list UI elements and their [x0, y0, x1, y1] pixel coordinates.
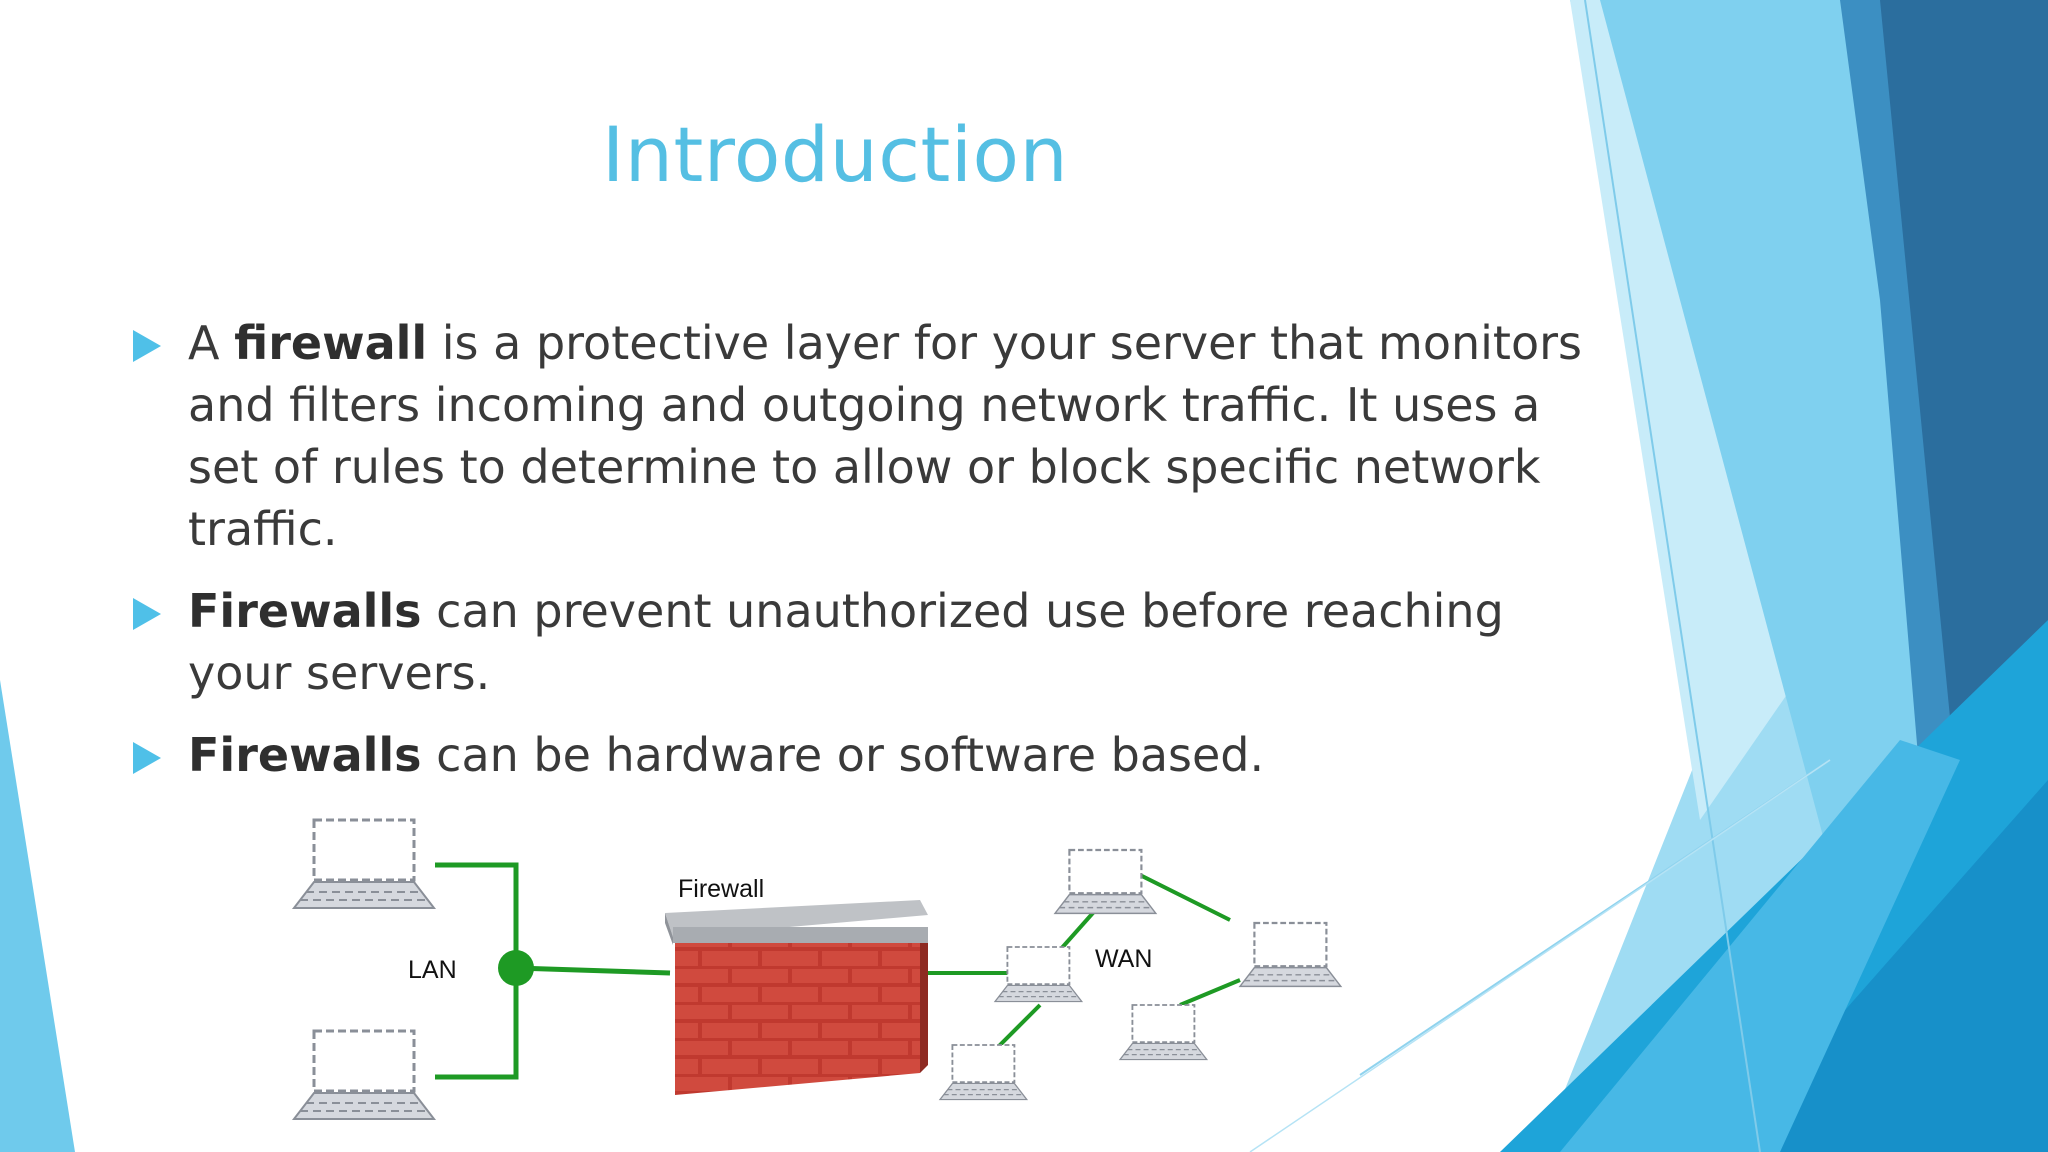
laptop-icon — [1238, 921, 1342, 988]
laptop-icon — [292, 1029, 436, 1121]
bullet-item: A firewall is a protective layer for you… — [130, 312, 1590, 560]
bullet-item: Firewalls can prevent unauthorized use b… — [130, 580, 1590, 704]
bullet-keyword: Firewalls — [188, 584, 422, 638]
laptop-icon — [939, 1044, 1028, 1101]
bottom-right-mid-shape — [1560, 740, 1960, 1152]
laptop-icon — [1119, 1004, 1208, 1061]
slide-title: Introduction — [601, 110, 1069, 199]
bullet-keyword: firewall — [234, 316, 428, 370]
bullet-keyword: Firewalls — [188, 728, 422, 782]
bullet-text: can be hardware or software based. — [421, 728, 1265, 782]
firewall-label: Firewall — [678, 875, 764, 903]
firewall-wall-icon — [665, 900, 928, 1095]
bullet-item: Firewalls can be hardware or software ba… — [130, 724, 1590, 786]
laptop-icon — [994, 946, 1083, 1003]
decor-line-3 — [1249, 759, 1831, 1152]
bullet-list: A firewall is a protective layer for you… — [130, 312, 1590, 806]
lan-label: LAN — [408, 956, 457, 984]
lan-hub-node — [498, 950, 534, 986]
bullet-text: can prevent unauthorized use before reac… — [188, 584, 1504, 700]
right-mid-shape — [1600, 0, 1990, 900]
right-darkest-shape — [1880, 0, 2048, 820]
triangle-bullet-icon — [133, 330, 161, 362]
wan-label: WAN — [1095, 945, 1152, 973]
firewall-network-diagram: Firewall LAN WAN — [292, 818, 1342, 1121]
laptop-icon — [1053, 848, 1157, 915]
lan-links — [435, 862, 671, 1080]
left-accent-shape — [0, 680, 75, 1152]
triangle-bullet-icon — [133, 598, 161, 630]
decor-line-1 — [1584, 0, 1761, 1152]
triangle-bullet-icon — [133, 742, 161, 774]
laptop-icon — [292, 818, 436, 910]
bullet-text-lead: A — [188, 316, 235, 370]
bullet-text: is a protective layer for your server th… — [188, 316, 1582, 556]
